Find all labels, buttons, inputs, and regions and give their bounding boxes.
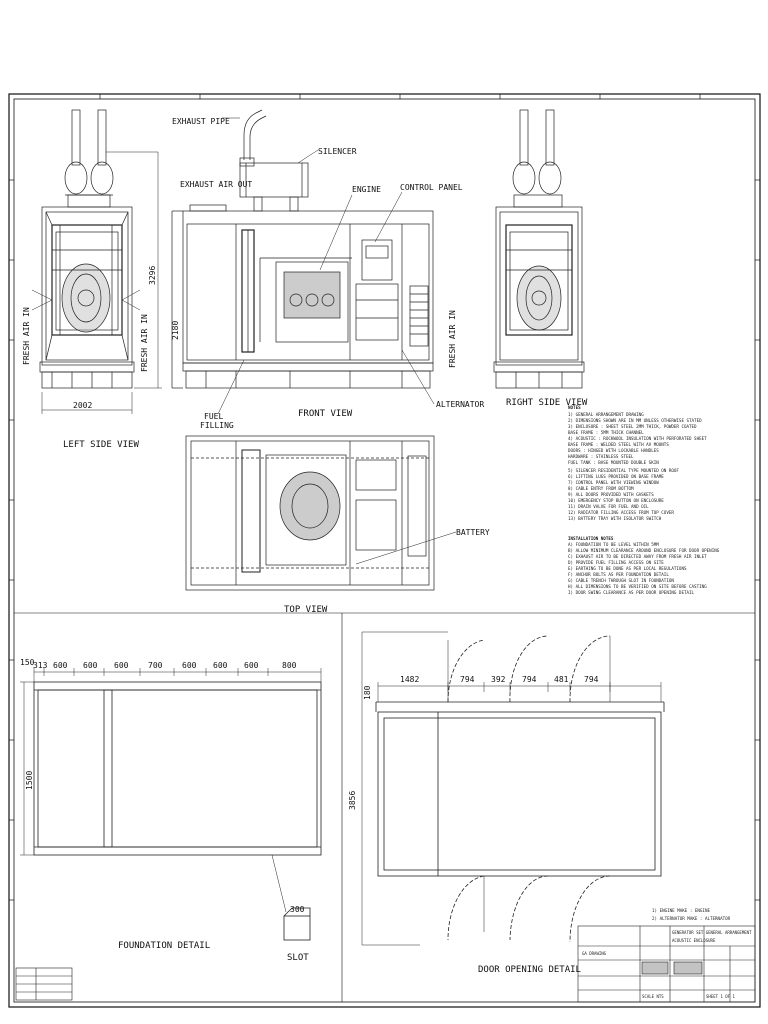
notes-line-15: 10) EMERGENCY STOP BUTTON ON ENCLOSURE	[568, 498, 664, 503]
door-dim-6: 794	[584, 675, 599, 684]
foundation-detail-title: FOUNDATION DETAIL	[118, 941, 210, 951]
notes-block: NOTES 1) GENERAL ARRANGEMENT DRAWING 2) …	[568, 405, 720, 595]
top-view	[185, 435, 457, 591]
install-line-3: C) EXHAUST AIR TO BE DIRECTED AWAY FROM …	[568, 554, 707, 559]
notes-line-2: 2) DIMENSIONS SHOWN ARE IN MM UNLESS OTH…	[568, 418, 702, 423]
notes-line-14: 9) ALL DOORS PROVIDED WITH GASKETS	[568, 492, 654, 497]
top-view-title: TOP VIEW	[284, 605, 328, 615]
door-dim-3: 392	[491, 675, 506, 684]
notes-line-12: 7) CONTROL PANEL WITH VIEWING WINDOW	[568, 480, 659, 485]
notes-heading: NOTES	[568, 405, 581, 410]
silencer-label: SILENCER	[318, 147, 357, 156]
foundation-detail	[20, 668, 322, 941]
foundation-dim-3: 600	[83, 661, 98, 670]
install-line-9: I) DOOR SWING CLEARANCE AS PER DOOR OPEN…	[568, 590, 695, 595]
notes-line-9: FUEL TANK : BASE MOUNTED DOUBLE SKIN	[568, 460, 659, 465]
front-height-dim: 2180	[171, 321, 180, 340]
slot-label: SLOT	[287, 953, 309, 963]
foundation-dim-7: 600	[213, 661, 228, 670]
inner-border	[13, 98, 756, 1003]
control-panel-label: CONTROL PANEL	[400, 183, 463, 192]
spec-line-1: 1) ENGINE MAKE : ENGINE	[652, 908, 710, 913]
notes-line-10: 5) SILENCER RESIDENTIAL TYPE MOUNTED ON …	[568, 468, 679, 473]
front-view	[171, 109, 435, 415]
foundation-dim-4: 600	[114, 661, 129, 670]
install-line-8: H) ALL DIMENSIONS TO BE VERIFIED ON SITE…	[568, 584, 707, 589]
left-width-dim: 2002	[73, 401, 92, 410]
door-opening-detail	[361, 631, 665, 946]
door-dim-5: 481	[554, 675, 569, 684]
notes-line-6: BASE FRAME : WELDED STEEL WITH AV MOUNTS	[568, 442, 669, 447]
install-line-5: E) EARTHING TO BE DONE AS PER LOCAL REGU…	[568, 566, 687, 571]
exhaust-air-out-label: EXHAUST AIR OUT	[180, 180, 252, 189]
title-block	[15, 925, 756, 1003]
left-side-view	[31, 109, 162, 414]
title-drawing: GA DRAWING	[582, 951, 607, 956]
door-edge-dim: 180	[363, 685, 372, 700]
door-side-dim: 3856	[348, 791, 357, 810]
install-line-4: D) PROVIDE FUEL FILLING ACCESS ON SITE	[568, 560, 664, 565]
install-line-1: A) FOUNDATION TO BE LEVEL WITHIN 5MM	[568, 542, 659, 547]
door-dim-2: 794	[460, 675, 475, 684]
foundation-dim-1: 313	[33, 661, 48, 670]
title-name: ACOUSTIC ENCLOSURE	[672, 938, 716, 943]
install-heading: INSTALLATION NOTES	[568, 536, 614, 541]
left-side-view-title: LEFT SIDE VIEW	[63, 440, 139, 450]
right-side-view	[493, 109, 585, 389]
door-dim-4: 794	[522, 675, 537, 684]
engine-label: ENGINE	[352, 185, 381, 194]
left-fresh-air-label: FRESH AIR IN	[22, 307, 31, 365]
foundation-dim-2: 600	[53, 661, 68, 670]
notes-line-17: 12) RADIATOR FILLING ACCESS FROM TOP COV…	[568, 510, 674, 515]
foundation-dim-8: 600	[244, 661, 259, 670]
outer-border	[8, 93, 761, 1008]
left-fresh-air-label-2: FRESH AIR IN	[140, 314, 149, 372]
install-line-2: B) ALLOW MINIMUM CLEARANCE AROUND ENCLOS…	[568, 548, 720, 553]
title-company: GENERATOR SET GENERAL ARRANGEMENT	[672, 930, 752, 935]
notes-line-13: 8) CABLE ENTRY FROM BOTTOM	[568, 486, 634, 491]
front-view-title: FRONT VIEW	[298, 409, 353, 419]
left-height-dim: 3296	[148, 266, 157, 285]
exhaust-pipe-label: EXHAUST PIPE	[172, 117, 230, 126]
title-scale: SCALE NTS	[642, 994, 664, 999]
spec-line-2: 2) ALTERNATOR MAKE : ALTERNATOR	[652, 916, 731, 921]
battery-label: BATTERY	[456, 528, 490, 537]
notes-line-4: BASE FRAME : 5MM THICK CHANNEL	[568, 430, 644, 435]
install-line-7: G) CABLE TRENCH THROUGH SLOT IN FOUNDATI…	[568, 578, 674, 583]
right-fresh-air-label: FRESH AIR IN	[448, 310, 457, 368]
notes-line-11: 6) LIFTING LUGS PROVIDED ON BASE FRAME	[568, 474, 664, 479]
door-dim-1: 1482	[400, 675, 419, 684]
notes-line-18: 13) BATTERY TRAY WITH ISOLATOR SWITCH	[568, 516, 662, 521]
notes-line-3: 3) ENCLOSURE : SHEET STEEL 2MM THICK, PO…	[568, 424, 697, 429]
title-sheet: SHEET 1 OF 1	[706, 994, 735, 999]
right-side-view-title: RIGHT SIDE VIEW	[506, 398, 588, 408]
notes-line-5: 4) ACOUSTIC : ROCKWOOL INSULATION WITH P…	[568, 436, 707, 441]
border-ticks	[9, 94, 760, 901]
foundation-dim-6: 600	[182, 661, 197, 670]
install-line-6: F) ANCHOR BOLTS AS PER FOUNDATION DETAIL	[568, 572, 669, 577]
foundation-dim-9: 800	[282, 661, 297, 670]
notes-line-16: 11) DRAIN VALVE FOR FUEL AND OIL	[568, 504, 649, 509]
notes-line-8: HARDWARE : STAINLESS STEEL	[568, 454, 634, 459]
notes-line-7: DOORS : HINGED WITH LOCKABLE HANDLES	[568, 448, 659, 453]
slot-dim: 300	[290, 905, 305, 914]
foundation-side-dim: 1500	[25, 771, 34, 790]
foundation-dim-5: 700	[148, 661, 163, 670]
door-opening-detail-title: DOOR OPENING DETAIL	[478, 965, 581, 975]
alternator-label: ALTERNATOR	[436, 400, 484, 409]
notes-line-1: 1) GENERAL ARRANGEMENT DRAWING	[568, 412, 644, 417]
foundation-edge-dim: 150	[20, 658, 35, 667]
